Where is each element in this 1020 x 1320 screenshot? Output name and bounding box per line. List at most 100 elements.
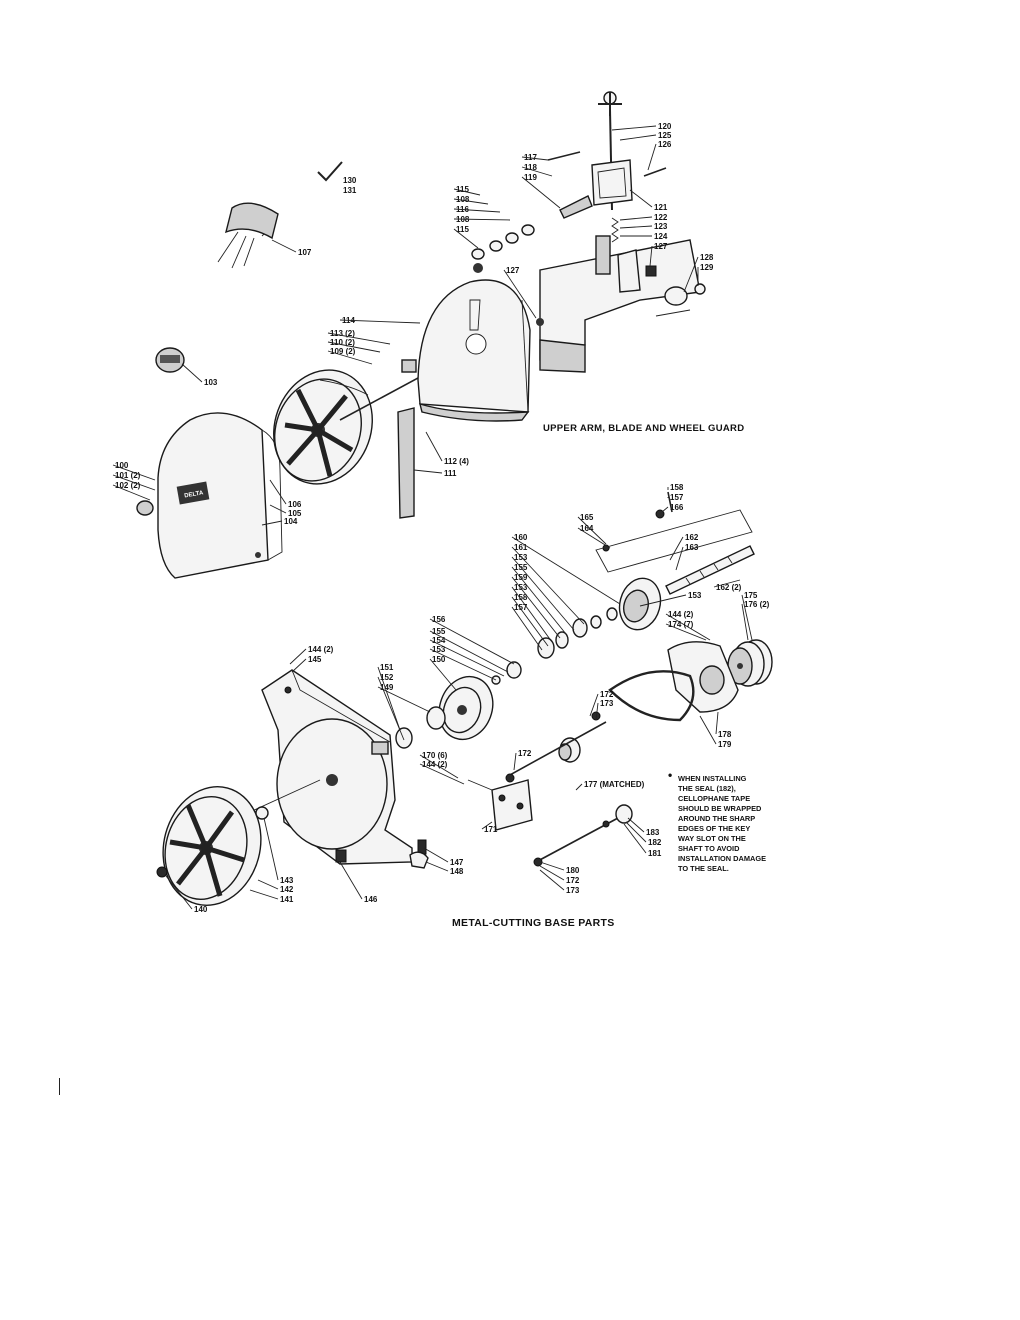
base-part-number-leader-line	[289, 648, 307, 665]
upper-part-number-leader-line	[327, 341, 381, 353]
base-part-number-label: 172	[600, 690, 614, 699]
base-part-number-label: 164	[580, 524, 594, 533]
base-part-number-leader-line	[429, 658, 457, 691]
base-part-number-label: 144 (2)	[308, 645, 334, 654]
part-119-slide	[559, 195, 593, 219]
upper-part-number-label: 104	[284, 517, 298, 526]
base-assembly-caption: METAL-CUTTING BASE PARTS	[452, 917, 615, 929]
part-104-wheel-guard	[136, 412, 283, 579]
base-part-number-leader-line	[741, 594, 753, 641]
base-part-number-label: 157	[670, 493, 684, 502]
part-105-upper-wheel	[273, 369, 373, 485]
upper-part-number-label: 102 (2)	[115, 481, 141, 490]
upper-part-number-label: 107	[298, 248, 312, 257]
base-part-number-label: 182	[648, 838, 662, 847]
base-part-number-label: 144 (2)	[668, 610, 694, 619]
note-asterisk: •	[668, 768, 673, 782]
upper-part-number-leader-line	[112, 464, 156, 481]
base-part-number-label: 144 (2)	[422, 760, 448, 769]
base-part-number-label: 173	[566, 886, 580, 895]
base-part-number-leader-line	[257, 879, 279, 890]
base-part-number-label: 147	[450, 858, 464, 867]
upper-part-number-leader-line	[453, 228, 479, 249]
base-part-number-leader-line	[249, 889, 279, 900]
base-part-number-label: 154	[432, 636, 446, 645]
upper-part-number-leader-line	[611, 125, 657, 131]
part-168-pin	[667, 491, 673, 513]
base-part-number-leader-line	[741, 603, 749, 641]
part-117-pin	[547, 151, 581, 161]
base-part-number-leader-line	[511, 546, 585, 625]
base-part-number-label: 166	[670, 503, 684, 512]
base-part-number-label: 170 (6)	[422, 751, 448, 760]
part-141-lower-wheel	[162, 786, 262, 906]
base-part-number-label: 165	[580, 513, 594, 522]
base-part-number-label: 162 (2)	[716, 583, 742, 592]
base-part-number-leader-line	[511, 596, 549, 647]
upper-arm-casting	[473, 235, 701, 373]
part-126-bolt	[643, 167, 667, 177]
upper-part-number-label: 126	[658, 140, 672, 149]
part-110-block	[401, 359, 417, 373]
upper-part-number-leader-line	[425, 431, 443, 462]
part-178-belt-guard	[667, 641, 739, 713]
base-part-number-leader-line	[699, 715, 717, 745]
part-127-nut	[645, 265, 657, 277]
part-179-belt	[608, 670, 695, 722]
upper-part-number-leader-line	[112, 474, 156, 491]
upper-part-number-label: 128	[700, 253, 714, 262]
base-part-number-leader-line	[669, 536, 684, 561]
guard-badge-text: DELTA	[184, 490, 205, 499]
text-cursor	[59, 1078, 60, 1095]
part-177-matched-pulley	[505, 711, 607, 783]
base-part-number-label: 158	[670, 483, 684, 492]
base-part-number-label: 171	[484, 825, 498, 834]
upper-part-number-label: 101 (2)	[115, 471, 141, 480]
upper-part-number-leader-line	[453, 218, 511, 221]
upper-part-number-leader-line	[413, 469, 443, 474]
base-part-number-label: 173	[600, 699, 614, 708]
upper-part-number-leader-line	[339, 319, 421, 324]
part-145-base-casting	[249, 669, 413, 865]
upper-part-number-label: 100	[115, 461, 129, 470]
upper-part-number-leader-line	[453, 208, 501, 213]
base-part-number-leader-line	[675, 546, 684, 571]
upper-part-number-leader-line	[619, 134, 657, 141]
base-part-number-label: 172	[566, 876, 580, 885]
base-part-number-label: 143	[280, 876, 294, 885]
base-part-number-label: 149	[380, 683, 394, 692]
upper-part-number-label: 127	[506, 266, 520, 275]
base-part-number-leader-line	[481, 821, 493, 830]
part-146-screw	[335, 849, 347, 863]
base-part-number-label: 153	[514, 553, 528, 562]
base-part-number-leader-line	[539, 861, 565, 871]
base-part-number-leader-line	[423, 847, 449, 863]
part-143-bearing	[255, 806, 269, 820]
base-part-number-label: 142	[280, 885, 294, 894]
base-part-number-leader-line	[165, 875, 193, 910]
base-part-number-leader-line	[419, 754, 459, 779]
base-part-number-label: 150	[432, 655, 446, 664]
base-part-number-label: 180	[566, 866, 580, 875]
upper-part-number-label: 115	[456, 185, 469, 194]
part-115-bearing-stack	[471, 224, 535, 260]
base-part-number-label: 181	[648, 849, 662, 858]
part-150-gear	[438, 675, 494, 741]
base-part-number-leader-line	[291, 658, 307, 673]
upper-part-number-leader-line	[261, 520, 283, 526]
base-part-number-label: 153	[688, 591, 702, 600]
base-part-number-label: 141	[280, 895, 294, 904]
note-line: WAY SLOT ON THE	[678, 834, 746, 843]
upper-part-number-label: 125	[658, 131, 672, 140]
base-part-number-label: 153	[514, 583, 528, 592]
upper-part-number-label: 103	[204, 378, 218, 387]
base-part-number-leader-line	[425, 861, 449, 872]
base-part-number-leader-line	[589, 693, 599, 717]
upper-part-number-leader-line	[453, 188, 481, 196]
base-part-number-leader-line	[511, 586, 553, 643]
note-line: WHEN INSTALLING	[678, 774, 747, 783]
base-part-number-label: 176 (2)	[744, 600, 770, 609]
base-part-number-leader-line	[263, 817, 279, 881]
upper-part-number-label: 122	[654, 213, 668, 222]
wrench-icon	[317, 161, 343, 182]
